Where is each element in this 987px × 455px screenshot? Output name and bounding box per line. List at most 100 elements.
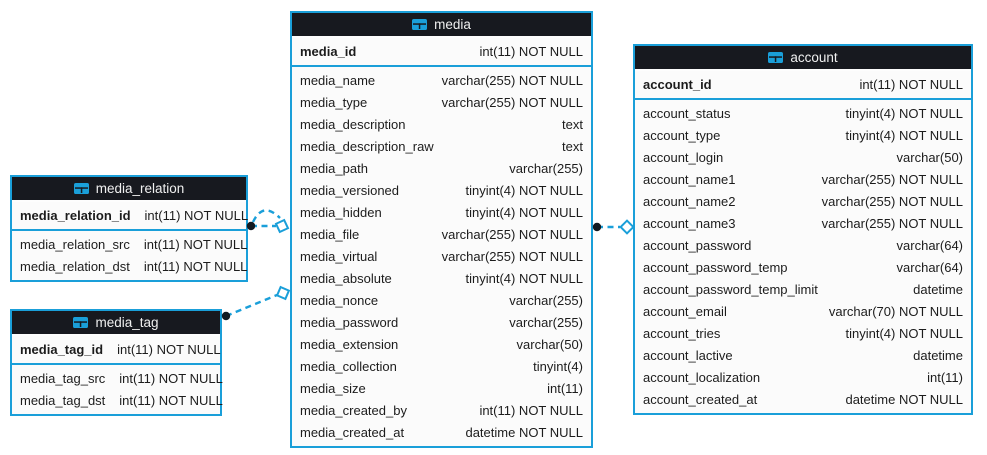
column-type: varchar(255) NOT NULL xyxy=(441,248,583,264)
column-type: varchar(64) xyxy=(896,237,963,253)
column-name: account_status xyxy=(643,105,731,121)
column-row[interactable]: media_collection tinyint(4) xyxy=(292,355,591,377)
table-icon xyxy=(73,183,89,194)
column-type: int(11) NOT NULL xyxy=(143,258,248,274)
column-row[interactable]: media_password varchar(255) xyxy=(292,311,591,333)
column-type: text xyxy=(562,116,583,132)
column-row[interactable]: media_extension varchar(50) xyxy=(292,333,591,355)
column-name: account_name3 xyxy=(643,215,736,231)
primary-key-row[interactable]: media_id int(11) NOT NULL xyxy=(292,38,591,67)
column-rows: media_relation_src int(11) NOT NULL medi… xyxy=(12,231,248,280)
column-row[interactable]: media_hidden tinyint(4) NOT NULL xyxy=(292,201,591,223)
column-row[interactable]: media_tag_src int(11) NOT NULL xyxy=(12,367,223,389)
column-row[interactable]: media_description_raw text xyxy=(292,135,591,157)
column-name: media_extension xyxy=(300,336,399,352)
column-row[interactable]: account_password_temp_limit datetime xyxy=(635,278,971,300)
column-type: varchar(255) NOT NULL xyxy=(441,94,583,110)
primary-key-row[interactable]: media_relation_id int(11) NOT NULL xyxy=(12,202,249,231)
column-type: int(11) NOT NULL xyxy=(119,370,223,386)
column-type: varchar(255) NOT NULL xyxy=(441,226,583,242)
column-row[interactable]: account_lactive datetime xyxy=(635,344,971,366)
column-name: account_localization xyxy=(643,369,761,385)
column-row[interactable]: account_name2 varchar(255) NOT NULL xyxy=(635,190,971,212)
column-name: media_password xyxy=(300,314,399,330)
column-row[interactable]: account_localization int(11) xyxy=(635,366,971,388)
column-rows: media_tag_src int(11) NOT NULL media_tag… xyxy=(12,365,223,414)
column-name: account_created_at xyxy=(643,391,758,407)
column-type: varchar(255) NOT NULL xyxy=(821,215,963,231)
table-header[interactable]: media_tag xyxy=(12,311,220,336)
column-type: tinyint(4) NOT NULL xyxy=(465,270,583,286)
column-name: media_tag_src xyxy=(20,370,106,386)
table-header[interactable]: media_relation xyxy=(12,177,246,202)
column-type: int(11) xyxy=(547,380,583,396)
column-row[interactable]: media_absolute tinyint(4) NOT NULL xyxy=(292,267,591,289)
column-name: account_name2 xyxy=(643,193,736,209)
column-row[interactable]: media_path varchar(255) xyxy=(292,157,591,179)
column-name: account_password_temp xyxy=(643,259,788,275)
column-row[interactable]: media_versioned tinyint(4) NOT NULL xyxy=(292,179,591,201)
column-row[interactable]: account_password_temp varchar(64) xyxy=(635,256,971,278)
column-row[interactable]: media_relation_src int(11) NOT NULL xyxy=(12,233,248,255)
column-row[interactable]: media_created_at datetime NOT NULL xyxy=(292,421,591,443)
column-type: int(11) NOT NULL xyxy=(144,208,249,223)
column-type: int(11) NOT NULL xyxy=(143,236,248,252)
column-row[interactable]: media_name varchar(255) NOT NULL xyxy=(292,69,591,91)
column-name: account_password xyxy=(643,237,752,253)
column-row[interactable]: media_file varchar(255) NOT NULL xyxy=(292,223,591,245)
column-name: media_hidden xyxy=(300,204,382,220)
column-type: int(11) NOT NULL xyxy=(117,342,221,357)
column-type: varchar(255) xyxy=(509,314,583,330)
column-type: int(11) NOT NULL xyxy=(479,402,583,418)
table-media_tag[interactable]: media_tag media_tag_id int(11) NOT NULL … xyxy=(10,309,223,416)
column-row[interactable]: account_status tinyint(4) NOT NULL xyxy=(635,102,971,124)
primary-key-row[interactable]: media_tag_id int(11) NOT NULL xyxy=(12,336,221,365)
column-row[interactable]: media_virtual varchar(255) NOT NULL xyxy=(292,245,591,267)
column-name: media_tag_id xyxy=(20,342,104,357)
column-row[interactable]: account_type tinyint(4) NOT NULL xyxy=(635,124,971,146)
column-name: media_description xyxy=(300,116,406,132)
column-row[interactable]: account_login varchar(50) xyxy=(635,146,971,168)
column-row[interactable]: account_name3 varchar(255) NOT NULL xyxy=(635,212,971,234)
column-type: datetime xyxy=(913,281,963,297)
table-header[interactable]: media xyxy=(292,13,591,38)
column-type: tinyint(4) xyxy=(533,358,583,374)
table-header[interactable]: account xyxy=(635,46,971,71)
column-row[interactable]: account_name1 varchar(255) NOT NULL xyxy=(635,168,971,190)
column-name: media_file xyxy=(300,226,360,242)
column-type: tinyint(4) NOT NULL xyxy=(845,105,963,121)
column-type: int(11) xyxy=(927,369,963,385)
column-type: int(11) NOT NULL xyxy=(479,44,583,59)
column-type: tinyint(4) NOT NULL xyxy=(845,127,963,143)
column-type: tinyint(4) NOT NULL xyxy=(465,204,583,220)
column-name: media_relation_id xyxy=(20,208,131,223)
column-row[interactable]: media_created_by int(11) NOT NULL xyxy=(292,399,591,421)
column-row[interactable]: account_created_at datetime NOT NULL xyxy=(635,388,971,410)
table-account[interactable]: account account_id int(11) NOT NULL acco… xyxy=(633,44,973,415)
column-name: media_virtual xyxy=(300,248,378,264)
column-row[interactable]: media_nonce varchar(255) xyxy=(292,289,591,311)
table-icon xyxy=(412,19,428,30)
column-type: varchar(255) NOT NULL xyxy=(441,72,583,88)
column-type: int(11) NOT NULL xyxy=(859,77,963,92)
table-media_relation[interactable]: media_relation media_relation_id int(11)… xyxy=(10,175,248,282)
table-title: media xyxy=(434,17,471,32)
column-type: varchar(255) xyxy=(509,160,583,176)
column-row[interactable]: account_tries tinyint(4) NOT NULL xyxy=(635,322,971,344)
column-row[interactable]: media_tag_dst int(11) NOT NULL xyxy=(12,389,223,411)
column-name: media_size xyxy=(300,380,366,396)
table-media[interactable]: media media_id int(11) NOT NULL media_na… xyxy=(290,11,593,448)
column-row[interactable]: media_size int(11) xyxy=(292,377,591,399)
column-rows: media_name varchar(255) NOT NULL media_t… xyxy=(292,67,591,446)
column-name: account_lactive xyxy=(643,347,733,363)
column-row[interactable]: media_description text xyxy=(292,113,591,135)
column-row[interactable]: media_relation_dst int(11) NOT NULL xyxy=(12,255,248,277)
column-row[interactable]: account_password varchar(64) xyxy=(635,234,971,256)
column-type: datetime NOT NULL xyxy=(845,391,963,407)
column-row[interactable]: media_type varchar(255) NOT NULL xyxy=(292,91,591,113)
column-row[interactable]: account_email varchar(70) NOT NULL xyxy=(635,300,971,322)
primary-key-row[interactable]: account_id int(11) NOT NULL xyxy=(635,71,971,100)
column-name: media_path xyxy=(300,160,368,176)
